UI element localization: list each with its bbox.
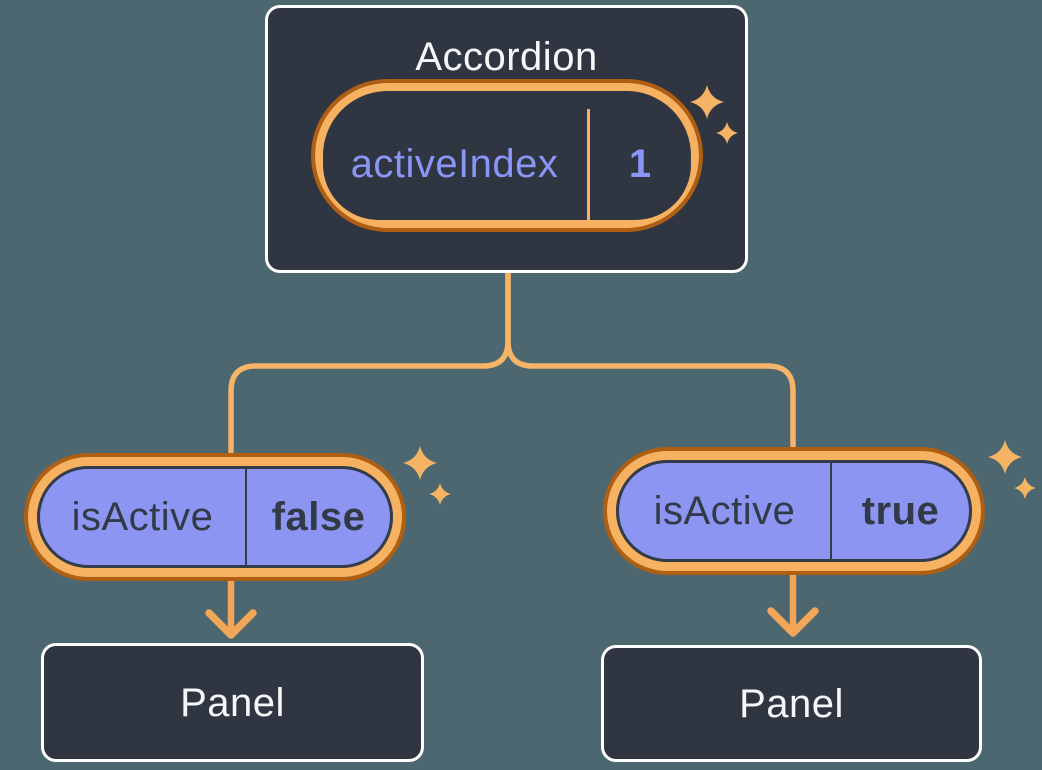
sparkle-icon [690,85,738,144]
state-highlight-ring: activeIndex 1 [310,79,703,232]
accordion-component-box: Accordion activeIndex 1 [265,5,748,273]
pill-divider [830,463,832,559]
state-value-label: 1 [628,142,652,186]
prop-pill: isActive true [616,460,972,562]
panel-title: Panel [180,680,285,725]
sparkle-icon [988,440,1036,499]
pill-divider [586,109,590,220]
state-pill: activeIndex 1 [322,109,691,220]
right-prop-pill-group: isActive true [603,447,985,575]
connector-left-branch [228,268,511,459]
prop-name-label: isActive [71,494,214,539]
left-panel-box: Panel [41,643,424,762]
prop-pill: isActive false [37,466,393,568]
arrow-down-icon [767,571,819,637]
prop-name-label: isActive [653,488,796,533]
connector-right-branch [505,268,796,453]
panel-title: Panel [739,681,844,726]
accordion-title: Accordion [415,35,598,79]
arrow-down-icon [205,577,257,639]
prop-highlight-ring: isActive true [603,447,985,575]
state-name-label: activeIndex [350,142,559,186]
prop-highlight-ring: isActive false [24,453,406,581]
prop-value-label: true [861,488,940,533]
prop-value-label: false [271,494,366,539]
sparkle-icon [403,446,451,505]
pill-divider [245,469,247,565]
right-panel-box: Panel [601,645,982,762]
left-prop-pill-group: isActive false [24,453,406,581]
